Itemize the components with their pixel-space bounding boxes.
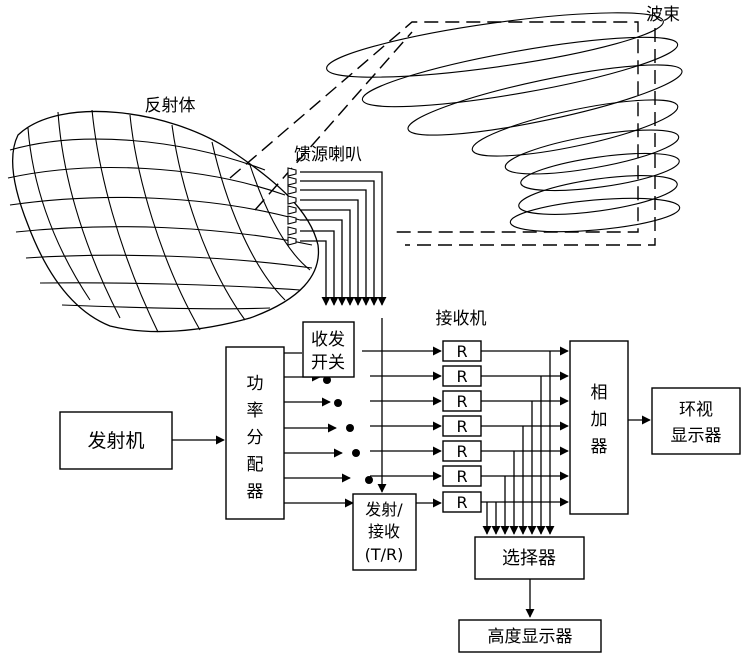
- receiver-label: R: [456, 417, 467, 436]
- switch-contacts: [323, 376, 373, 484]
- transmitter-block: 发射机: [59, 411, 173, 470]
- power-divider-label-3: 分: [247, 428, 264, 448]
- receiver-input-lines: [362, 346, 442, 508]
- receiver-label: R: [456, 392, 467, 411]
- reflector-dish: [7, 109, 320, 333]
- feed-horn: [287, 176, 297, 186]
- tr-label-2: 接收: [368, 522, 400, 541]
- ppi-label-1: 环视: [679, 400, 713, 420]
- power-divider-label-4: 配: [247, 455, 264, 475]
- power-divider-label-1: 功: [247, 374, 264, 394]
- transmitter-label: 发射机: [87, 430, 144, 452]
- feed-horn-label: 馈源喇叭: [294, 145, 362, 165]
- feed-horn: [287, 226, 297, 236]
- tr-label-3: (T/R): [365, 545, 404, 564]
- duplexer-label-2: 开关: [311, 353, 345, 373]
- receiver-boxes: R R R R R R R: [442, 340, 482, 513]
- adder-label-3: 器: [591, 437, 608, 457]
- adder-label-2: 加: [591, 410, 608, 430]
- adder-label-1: 相: [591, 383, 608, 403]
- feed-horn: [287, 236, 297, 246]
- receiver-box: R: [442, 365, 482, 387]
- height-display-label: 高度显示器: [488, 627, 573, 647]
- receiver-box: R: [442, 415, 482, 437]
- receiver-label: R: [456, 342, 467, 361]
- power-divider-block: 功 率 分 配 器: [225, 346, 285, 520]
- receiver-group-label: 接收机: [436, 309, 487, 329]
- receiver-box: R: [442, 440, 482, 462]
- reflector-label: 反射体: [145, 96, 196, 116]
- receiver-label: R: [456, 367, 467, 386]
- duplexer-label-1: 收发: [311, 330, 345, 350]
- selector-label: 选择器: [502, 548, 556, 569]
- receiver-label: R: [456, 493, 467, 512]
- receiver-output-lines: [481, 346, 569, 535]
- tr-label-1: 发射/: [365, 500, 403, 519]
- feed-horn: [287, 215, 297, 225]
- beam-envelope: [229, 21, 639, 233]
- feed-horn: [287, 185, 297, 195]
- feed-lines: [300, 171, 387, 306]
- power-divider-label-2: 率: [247, 401, 264, 421]
- receiver-label: R: [456, 442, 467, 461]
- power-divider-label-5: 器: [247, 482, 264, 502]
- beam-lobes: [326, 12, 683, 233]
- selector-block: 选择器: [474, 536, 585, 580]
- receiver-box: R: [442, 465, 482, 487]
- ppi-label-2: 显示器: [671, 426, 722, 446]
- height-display-block: 高度显示器: [458, 619, 602, 653]
- reflector-grid: [7, 109, 313, 333]
- receiver-label: R: [456, 467, 467, 486]
- feed-horn: [287, 205, 297, 215]
- feed-horn: [287, 167, 297, 177]
- receiver-box: R: [442, 390, 482, 412]
- receiver-box: R: [442, 491, 482, 513]
- duplexer-block: 收发 开关: [302, 321, 355, 378]
- adder-block: 相 加 器: [569, 340, 629, 515]
- ppi-display-block: 环视 显示器: [651, 387, 741, 455]
- tr-block: 发射/ 接收 (T/R): [352, 493, 417, 571]
- feed-horn: [287, 195, 297, 205]
- beam-label: 波束: [646, 5, 680, 25]
- feed-horns: [287, 167, 297, 246]
- receiver-box: R: [442, 340, 482, 362]
